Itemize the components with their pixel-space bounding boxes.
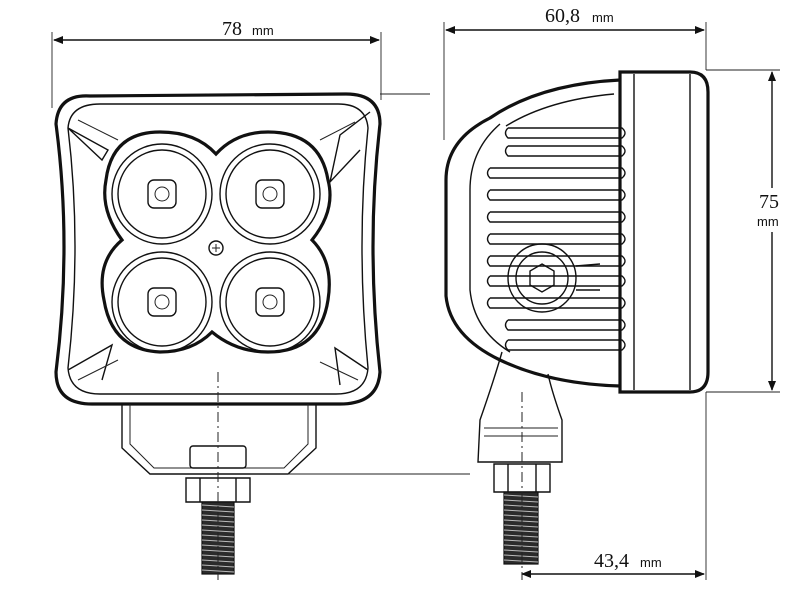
housing-outline [54, 92, 382, 406]
front-bezel [618, 70, 710, 394]
bracket-value: 43,4 [594, 550, 629, 572]
width-dimension: 78 mm [51, 18, 382, 108]
mounting-bracket [121, 404, 317, 475]
center-screw-icon [208, 240, 224, 256]
bracket-unit: mm [640, 555, 662, 570]
stem [477, 351, 563, 463]
height-unit: mm [757, 214, 779, 229]
rear-body [444, 78, 621, 388]
front-view: 78 mm [51, 18, 382, 580]
depth-dimension: 60,8 mm [443, 5, 707, 140]
side-nut [493, 463, 551, 493]
heat-sink-fins [486, 127, 626, 351]
adjustment-knob-icon [507, 243, 601, 313]
depth-unit: mm [592, 10, 614, 25]
width-value: 78 [222, 18, 242, 40]
lens-frame [100, 130, 332, 354]
height-value: 75 [759, 191, 779, 213]
width-unit: mm [252, 23, 274, 38]
height-dimension: 75 mm [706, 69, 788, 393]
reflector-bottom-right [219, 251, 321, 353]
reflector-top-left [111, 143, 213, 245]
reflector-top-right [219, 143, 321, 245]
bracket-dimension: 43,4 mm [521, 392, 707, 580]
side-view: 60,8 mm 75 mm 43,4 mm [250, 5, 788, 580]
depth-value: 60,8 [545, 5, 580, 27]
reflector-bottom-left [111, 251, 213, 353]
hex-nut [185, 477, 251, 503]
threaded-bolt-side [503, 491, 539, 565]
